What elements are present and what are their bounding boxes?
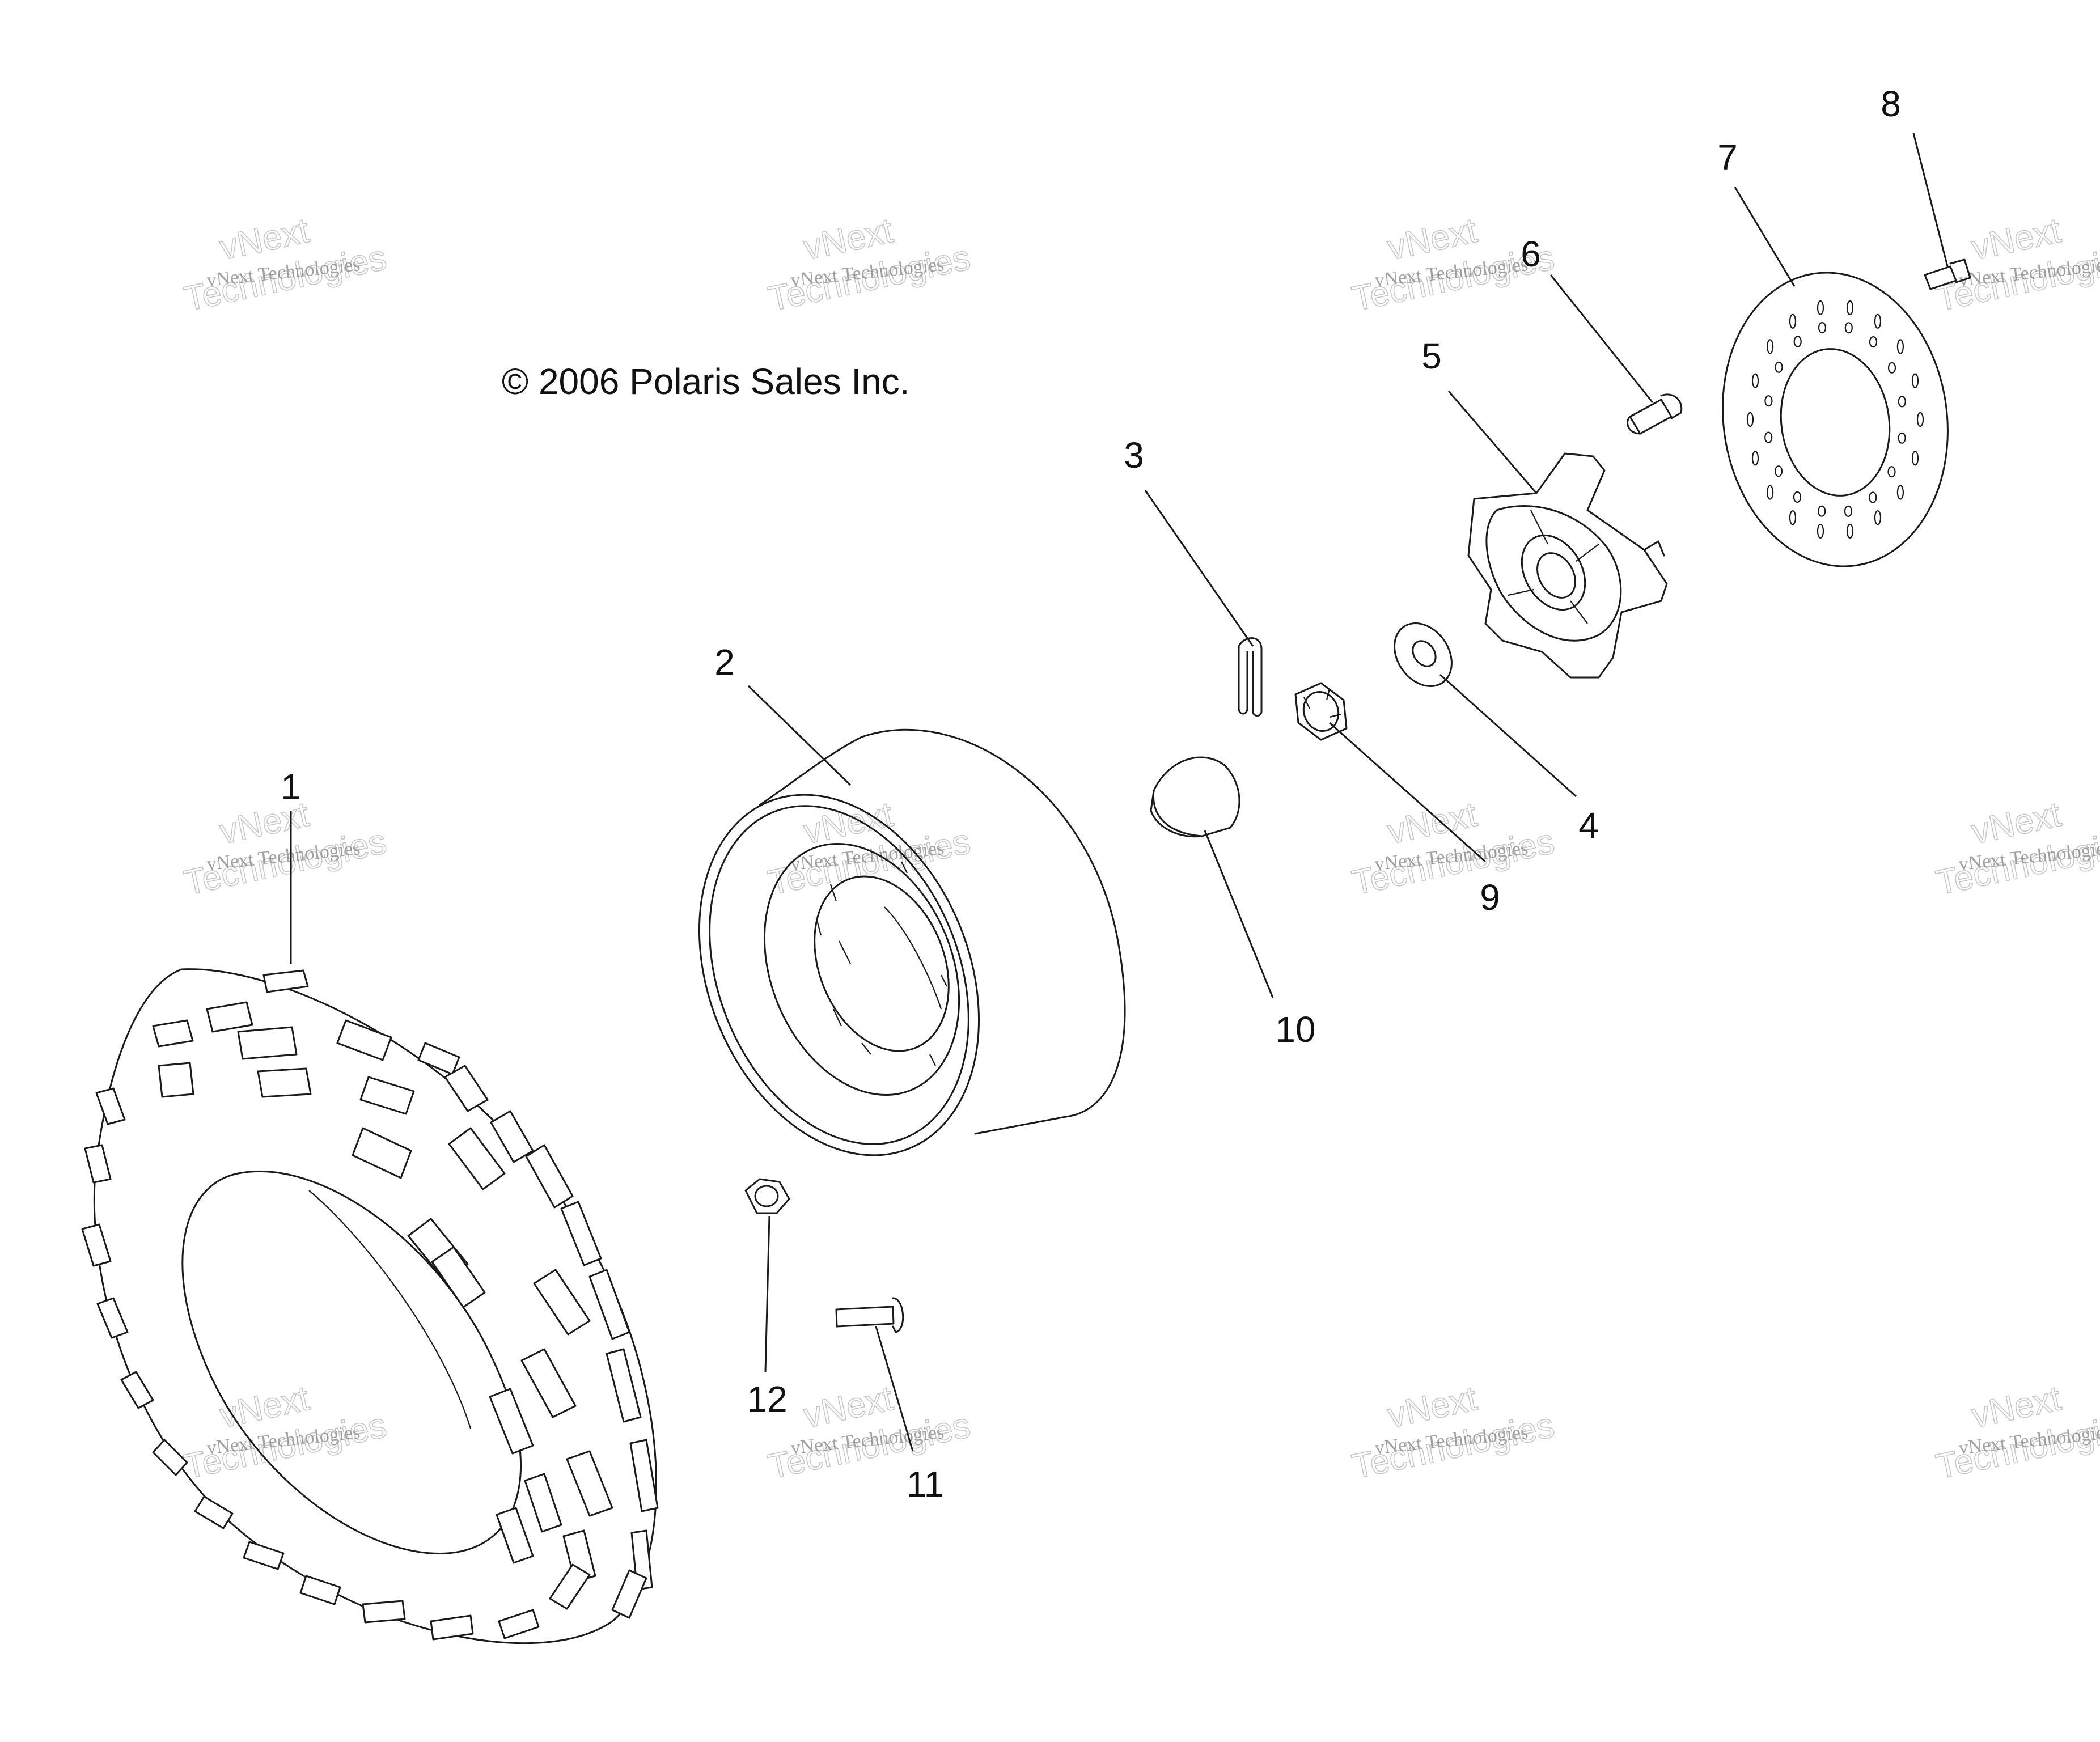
callout-7: 7 xyxy=(1717,137,1738,178)
hub-bolt xyxy=(1627,393,1683,435)
callout-1: 1 xyxy=(281,766,301,807)
hub xyxy=(1467,452,1668,679)
disc-hole xyxy=(1818,321,1827,334)
callout-4: 4 xyxy=(1578,805,1599,846)
disc-hole xyxy=(1775,361,1783,373)
disc-hole xyxy=(1911,373,1919,388)
disc-hole xyxy=(1774,465,1783,477)
disc-hole xyxy=(1764,395,1773,407)
disc-hole xyxy=(1751,373,1759,388)
callout-12: 12 xyxy=(747,1379,787,1419)
leader-5 xyxy=(1447,391,1538,494)
disc-hole xyxy=(1896,339,1904,354)
copyright-text: © 2006 Polaris Sales Inc. xyxy=(502,361,910,402)
disc-hole xyxy=(1916,412,1924,427)
leader-2 xyxy=(747,685,852,786)
hub-cap xyxy=(1150,756,1240,838)
disc-hole xyxy=(1844,505,1853,518)
wheel-rim xyxy=(698,728,1126,1156)
leader-11 xyxy=(875,1326,914,1452)
castle-nut xyxy=(1294,682,1348,741)
disc-hole xyxy=(1869,336,1878,348)
disc-hole xyxy=(1767,339,1774,354)
disc-hole xyxy=(1817,523,1824,539)
leader-7 xyxy=(1734,187,1796,287)
disc-bolt xyxy=(1924,258,1971,290)
leader-8 xyxy=(1912,133,1949,267)
disc-hole xyxy=(1846,523,1854,539)
callout-11: 11 xyxy=(907,1464,944,1504)
callout-6: 6 xyxy=(1521,234,1541,274)
disc-hole xyxy=(1869,491,1877,503)
leader-9 xyxy=(1329,722,1486,863)
washer xyxy=(1394,622,1453,688)
disc-hole xyxy=(1817,300,1824,316)
disc-hole xyxy=(1793,336,1802,347)
leader-4 xyxy=(1439,673,1577,798)
disc-hole xyxy=(1767,485,1774,500)
disc-hole xyxy=(1896,485,1904,500)
disc-hole xyxy=(1764,431,1773,443)
disc-hole xyxy=(1898,432,1906,444)
disc-hole xyxy=(1887,362,1896,374)
brake-disc xyxy=(1722,272,1949,567)
callout-5: 5 xyxy=(1421,336,1442,376)
callout-10: 10 xyxy=(1275,1009,1315,1050)
disc-hole xyxy=(1911,451,1919,466)
callout-3: 3 xyxy=(1124,435,1144,476)
disc-hole xyxy=(1898,396,1906,408)
tire xyxy=(81,968,659,1644)
leader-3 xyxy=(1144,490,1254,647)
disc-hole xyxy=(1844,322,1853,334)
lug-nut xyxy=(744,1178,790,1214)
callout-8: 8 xyxy=(1881,83,1901,124)
disc-hole xyxy=(1846,300,1854,316)
wheel-stud xyxy=(835,1297,904,1333)
leader-lines xyxy=(290,133,1949,1452)
disc-hole xyxy=(1874,510,1882,525)
leader-12 xyxy=(764,1215,770,1372)
disc-hole xyxy=(1874,313,1882,329)
cotter-pin xyxy=(1238,637,1263,717)
disc-hole xyxy=(1789,313,1797,329)
disc-hole xyxy=(1887,466,1896,478)
disc-hole xyxy=(1746,412,1754,427)
callout-2: 2 xyxy=(714,642,735,683)
callout-9: 9 xyxy=(1480,877,1500,918)
callout-labels: 1 2 3 4 5 6 7 8 9 10 11 12 xyxy=(281,83,1901,1504)
disc-hole xyxy=(1751,451,1759,466)
leader-10 xyxy=(1204,830,1274,998)
leader-6 xyxy=(1549,274,1654,403)
disc-hole xyxy=(1818,505,1826,517)
disc-hole xyxy=(1793,491,1802,503)
disc-hole xyxy=(1789,510,1797,525)
